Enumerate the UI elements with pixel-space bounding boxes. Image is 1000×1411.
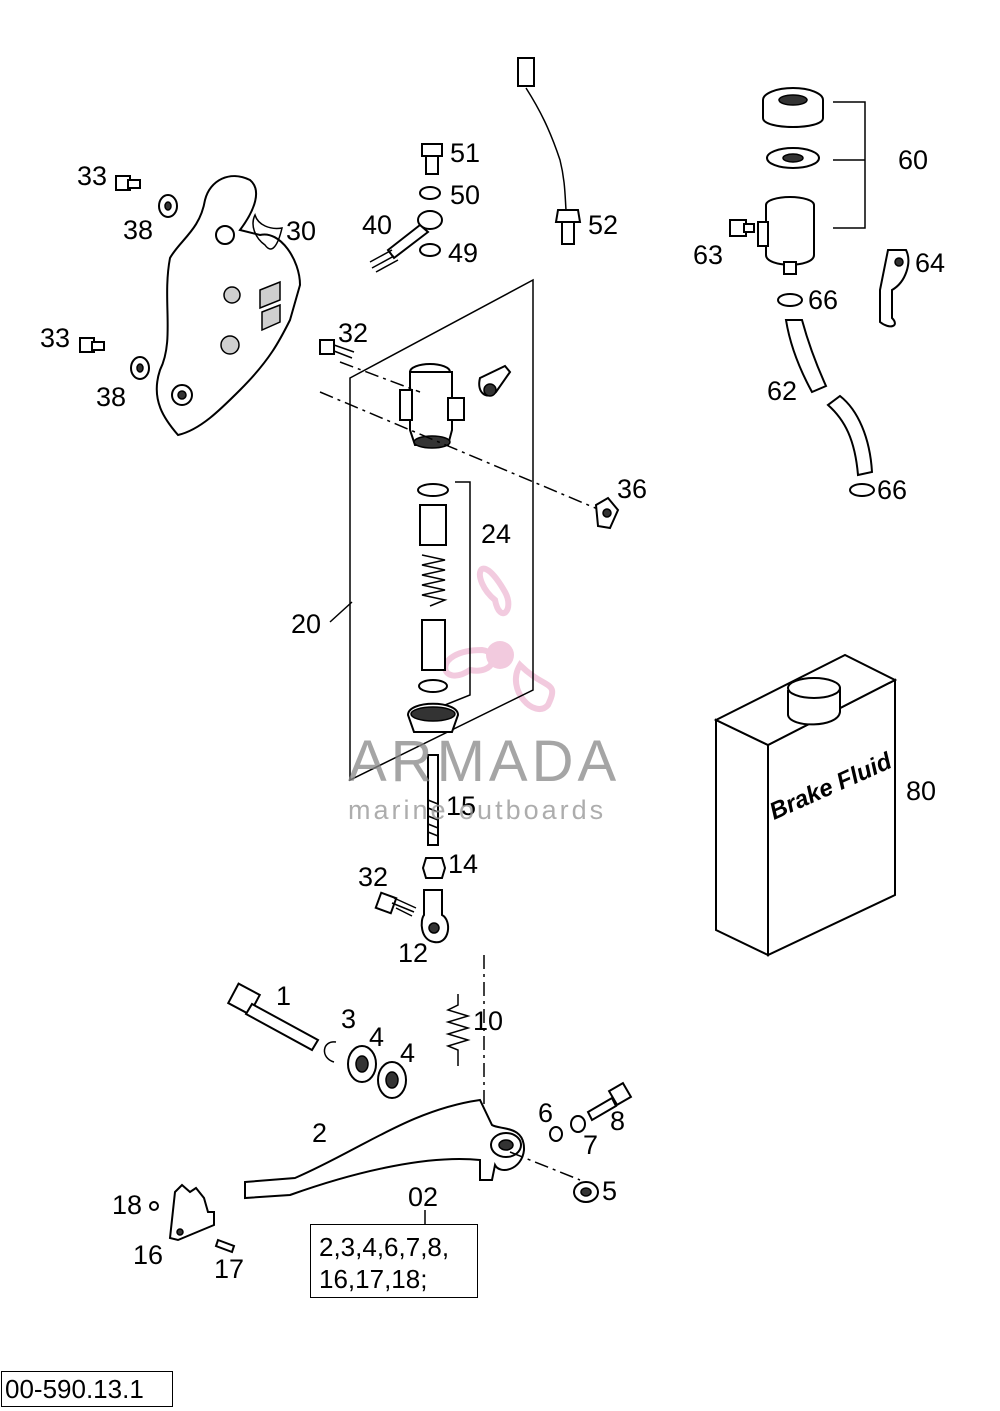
callout-49: 49 bbox=[448, 238, 478, 268]
brake-light-switch bbox=[517, 57, 582, 245]
callout-2: 2 bbox=[312, 1118, 327, 1148]
callout-18: 18 bbox=[112, 1190, 142, 1220]
pin-18 bbox=[149, 1201, 159, 1211]
clevis bbox=[420, 889, 450, 944]
kit-contents-line-2: 16,17,18; bbox=[319, 1264, 428, 1294]
callout-12: 12 bbox=[398, 938, 428, 968]
frame-guard bbox=[155, 175, 302, 437]
callout-7: 7 bbox=[583, 1130, 598, 1160]
screw-33-upper bbox=[115, 175, 141, 191]
nut-36 bbox=[594, 496, 620, 530]
watermark-logo-icon bbox=[442, 565, 556, 712]
washer-49 bbox=[419, 243, 441, 257]
callout-38-lower: 38 bbox=[96, 382, 126, 412]
reference-number: 00-590.13.1 bbox=[1, 1371, 173, 1407]
kit-contents-line-1: 2,3,4,6,7,8, bbox=[319, 1232, 450, 1262]
callout-33-lower: 33 bbox=[40, 323, 70, 353]
callout-24: 24 bbox=[481, 519, 511, 549]
pivot-bolt bbox=[226, 982, 320, 1052]
callout-52: 52 bbox=[588, 210, 618, 240]
piston-assembly bbox=[406, 483, 460, 733]
screw-17 bbox=[214, 1238, 236, 1254]
nut bbox=[421, 857, 447, 879]
hose-62 bbox=[784, 319, 874, 477]
bearing-b bbox=[377, 1061, 407, 1099]
callout-15: 15 bbox=[446, 791, 476, 821]
callout-40: 40 bbox=[362, 210, 392, 240]
washer-50 bbox=[419, 186, 441, 200]
callout-14: 14 bbox=[448, 849, 478, 879]
brake-fluid-canister bbox=[713, 653, 898, 957]
callout-36: 36 bbox=[617, 474, 647, 504]
callout-63: 63 bbox=[693, 240, 723, 270]
hose-elbow bbox=[478, 364, 512, 397]
circlip bbox=[323, 1041, 337, 1063]
bolt-32-lower bbox=[374, 891, 417, 917]
callout-80: 80 bbox=[906, 776, 936, 806]
callout-66-lower: 66 bbox=[877, 475, 907, 505]
pedal-tip bbox=[168, 1183, 215, 1242]
bolt-8 bbox=[586, 1081, 633, 1122]
washer-38-lower bbox=[130, 356, 150, 380]
kit-contents-box: 2,3,4,6,7,8, 16,17,18; bbox=[310, 1224, 478, 1298]
callout-20: 20 bbox=[291, 609, 321, 639]
callout-30: 30 bbox=[286, 216, 316, 246]
banjo-bolt bbox=[421, 143, 443, 175]
callout-62: 62 bbox=[767, 376, 797, 406]
reservoir-cap bbox=[762, 87, 824, 128]
watermark-subtitle: marine outboards bbox=[348, 795, 607, 825]
callout-10: 10 bbox=[473, 1006, 503, 1036]
callout-64: 64 bbox=[915, 248, 945, 278]
callout-6: 6 bbox=[538, 1098, 553, 1128]
return-spring bbox=[445, 994, 471, 1066]
watermark-title: ARMADA bbox=[348, 729, 621, 794]
reservoir-body bbox=[757, 196, 815, 275]
hose-clamp-upper bbox=[777, 293, 803, 307]
callout-5: 5 bbox=[602, 1176, 617, 1206]
callout-1: 1 bbox=[276, 981, 291, 1011]
bearing-a bbox=[347, 1045, 377, 1083]
callout-17: 17 bbox=[214, 1254, 244, 1284]
bracket-64 bbox=[879, 249, 910, 328]
callout-66-upper: 66 bbox=[808, 285, 838, 315]
master-cylinder-body bbox=[399, 363, 465, 449]
master-cylinder-kit-frame bbox=[349, 278, 534, 782]
callout-16: 16 bbox=[133, 1240, 163, 1270]
screw-33-lower bbox=[79, 337, 105, 353]
callout-3: 3 bbox=[341, 1004, 356, 1034]
callout-38-upper: 38 bbox=[123, 215, 153, 245]
bolt-32-upper bbox=[319, 339, 355, 359]
nut-5 bbox=[573, 1181, 599, 1203]
banjo-fitting bbox=[369, 210, 443, 273]
callout-60: 60 bbox=[898, 145, 928, 175]
callout-4-b: 4 bbox=[400, 1038, 415, 1068]
callout-32-upper: 32 bbox=[338, 318, 368, 348]
callout-8: 8 bbox=[610, 1106, 625, 1136]
reservoir-seal bbox=[766, 147, 820, 169]
callout-02: 02 bbox=[408, 1182, 438, 1212]
hose-clamp-lower bbox=[849, 483, 875, 497]
nut-7 bbox=[570, 1115, 586, 1133]
callout-51: 51 bbox=[450, 138, 480, 168]
washer-38-upper bbox=[158, 194, 178, 218]
callout-33-upper: 33 bbox=[77, 161, 107, 191]
brake-pedal bbox=[244, 1098, 526, 1200]
callout-4-a: 4 bbox=[369, 1022, 384, 1052]
screw-63 bbox=[729, 219, 755, 237]
callout-50: 50 bbox=[450, 180, 480, 210]
callout-32-lower: 32 bbox=[358, 862, 388, 892]
washer-6 bbox=[549, 1126, 563, 1142]
pushrod bbox=[427, 754, 439, 846]
